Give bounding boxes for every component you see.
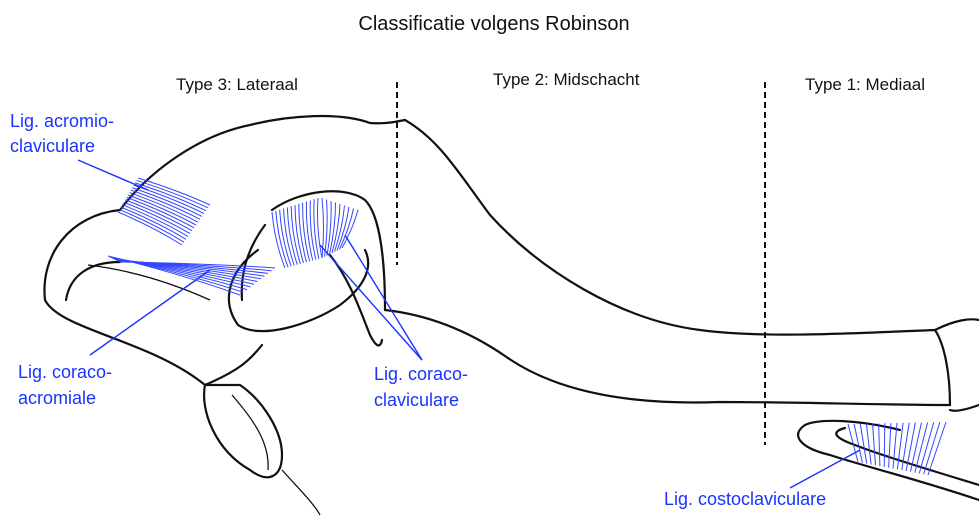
ligament-costoclaviculare-fibers-fiber: [889, 423, 891, 468]
coracoid-process: [229, 250, 382, 345]
scapula-blade: [204, 385, 320, 515]
type-1-label: Type 1: Mediaal: [805, 75, 925, 94]
ligament-acromioclaviculare-fibers-fiber: [128, 195, 196, 225]
leader-coracoacromiale: [90, 270, 210, 355]
label-costoclaviculare: Lig. costoclaviculare: [664, 489, 826, 509]
type-3-label: Type 3: Lateraal: [176, 75, 298, 94]
label-coracoacromiale-line2: acromiale: [18, 388, 96, 408]
ligament-coracoclaviculare-fibers-a-fiber: [284, 209, 295, 266]
label-coracoclaviculare-line2: claviculare: [374, 390, 459, 410]
acromion-bone: [44, 116, 405, 385]
ligament-costoclaviculare-fibers-fiber: [879, 423, 880, 466]
ligament-acromioclaviculare-fibers-fiber: [138, 178, 210, 205]
ligament-coracoacromiale-fibers: [108, 256, 275, 295]
clavicle-bone: [242, 120, 950, 405]
ligament-coracoclaviculare-fibers-a: [272, 198, 322, 268]
ligament-costoclaviculare-fibers-fiber: [884, 423, 885, 467]
ligament-coracoclaviculare-fibers-b-fiber: [337, 207, 349, 251]
ligament-acromioclaviculare-fibers-fiber: [124, 202, 190, 233]
ligament-acromioclaviculare-fibers-fiber: [137, 180, 208, 207]
ligament-costoclaviculare-fibers-fiber: [866, 424, 871, 465]
diagram-title: Classificatie volgens Robinson: [358, 13, 629, 35]
ligament-acromioclaviculare-fibers-fiber: [129, 193, 198, 223]
ligament-acromioclaviculare-fibers: [118, 178, 210, 245]
ligament-acromioclaviculare-fibers-fiber: [134, 185, 204, 213]
ligament-coracoclaviculare-fibers-b: [322, 198, 358, 258]
leader-acromioclaviculare: [78, 160, 148, 190]
ligament-coracoclaviculare-fibers-a-fiber: [272, 212, 285, 268]
ligament-acromioclaviculare-fibers-fiber: [132, 188, 202, 217]
ligament-acromioclaviculare-fibers-fiber: [122, 205, 188, 237]
leader-coracoclaviculare-2: [345, 235, 422, 360]
label-coracoclaviculare-line1: Lig. coraco-: [374, 364, 468, 384]
ligament-costoclaviculare-fibers-fiber: [873, 424, 876, 466]
type-2-label: Type 2: Midschacht: [493, 70, 640, 89]
ligament-labels: Lig. acromio- claviculare Lig. coraco- a…: [10, 111, 826, 509]
ligament-acromioclaviculare-fibers-fiber: [125, 200, 192, 231]
ligament-costoclaviculare-fibers-fiber: [911, 423, 922, 472]
leader-coracoclaviculare-1: [320, 245, 422, 360]
leader-costoclaviculare: [790, 450, 860, 488]
label-coracoacromiale-line1: Lig. coraco-: [18, 362, 112, 382]
label-acromioclaviculare-line2: claviculare: [10, 136, 95, 156]
sternum-edge: [935, 319, 979, 410]
ligament-acromioclaviculare-fibers-fiber: [127, 197, 194, 227]
label-acromioclaviculare-line1: Lig. acromio-: [10, 111, 114, 131]
ligament-acromioclaviculare-fibers-fiber: [131, 190, 200, 219]
ligament-coracoclaviculare-fibers-b-fiber: [325, 200, 328, 257]
ligament-acromioclaviculare-fibers-fiber: [135, 183, 206, 211]
ligament-coracoclaviculare-fibers-a-fiber: [318, 198, 323, 258]
ligament-fibers: [108, 178, 946, 475]
